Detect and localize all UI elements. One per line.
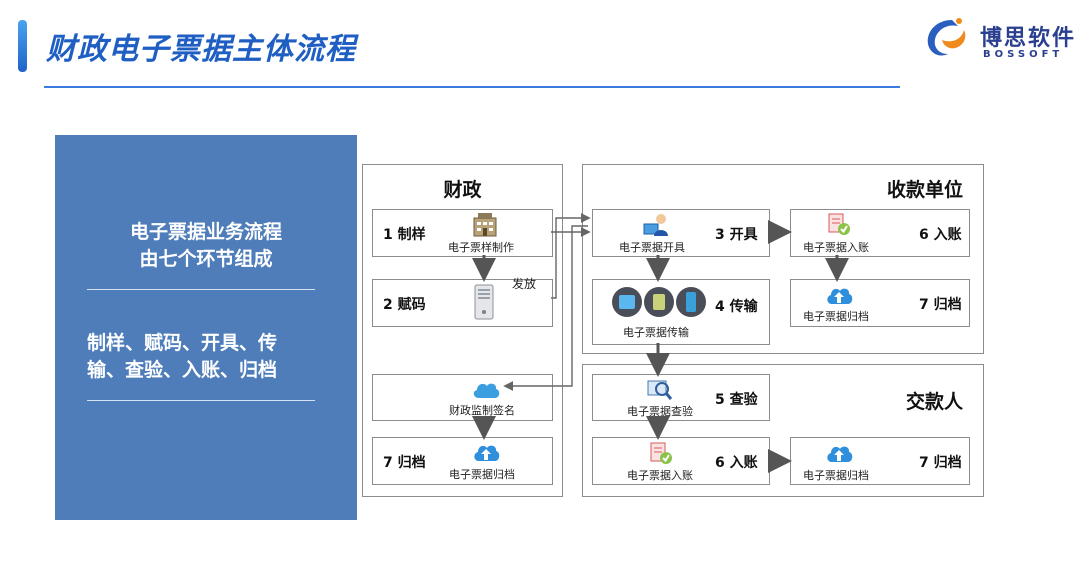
summary-heading: 电子票据业务流程 由七个环节组成 [55,219,357,273]
receipt-icon [828,213,850,235]
user-computer-icon [643,214,668,236]
step-label: 7 归档 [919,297,962,313]
receipt-icon [650,442,672,464]
cloud-upload-icon [827,446,853,462]
step-label: 1 制样 [383,227,426,243]
step-caption: 电子票据查验 [627,405,693,418]
title-divider [44,86,900,88]
logo-name-en: BOSSOFT [983,49,1064,60]
cloud-upload-icon [474,445,500,461]
summary-heading-line2: 由七个环节组成 [139,248,273,270]
step-caption: 财政监制签名 [449,404,515,417]
step-caption: 电子票据传输 [623,326,689,339]
step-f1-sample: 1 制样 电子票样制作 [372,209,553,257]
step-c7-archive: 电子票据归档 7 归档 [790,279,970,327]
summary-body: 制样、赋码、开具、传 输、查验、入账、归档 [87,330,327,384]
step-label: 6 入账 [919,227,962,243]
step-caption: 电子票据归档 [803,310,869,323]
step-label: 5 查验 [715,392,758,408]
step-p5-verify: 电子票据查验 5 查验 [592,374,770,421]
step-caption: 电子票据开具 [619,241,685,254]
step-p7-archive: 电子票据归档 7 归档 [790,437,970,485]
step-label: 6 入账 [715,455,758,471]
step-caption: 电子票据归档 [449,468,515,481]
step-caption: 电子票样制作 [448,241,514,254]
step-p6-account: 电子票据入账 6 入账 [592,437,770,485]
building-icon [473,213,497,237]
step-caption: 电子票据入账 [803,241,869,254]
step-caption: 电子票据归档 [803,469,869,482]
magnifier-icon [647,380,673,400]
summary-divider-bottom [87,400,315,401]
step-label: 7 归档 [919,455,962,471]
group-finance-title: 财政 [443,179,482,201]
step-label: 3 开具 [715,227,758,243]
step-label: 4 传输 [715,299,758,315]
step-f-sign: 财政监制签名 [372,374,553,421]
group-payer-title: 交款人 [905,391,963,413]
bossoft-logo-icon [927,18,966,56]
summary-heading-line1: 电子票据业务流程 [129,221,282,243]
cloud-icon [473,383,500,398]
cloud-upload-icon [827,288,853,304]
summary-body-line2: 输、查验、入账、归档 [87,359,278,381]
title-accent-bar [18,20,27,72]
step-c6-account: 电子票据入账 6 入账 [790,209,970,257]
summary-panel: 电子票据业务流程 由七个环节组成 制样、赋码、开具、传 输、查验、入账、归档 [55,135,357,520]
group-collector-title: 收款单位 [886,179,963,201]
step-label: 2 赋码 [383,297,426,313]
logo-name-cn: 博思软件 [980,26,1077,51]
step-c4-transmit: 电子票据传输 4 传输 [592,279,770,345]
summary-divider-top [87,289,315,290]
summary-body-line1: 制样、赋码、开具、传 [87,332,278,354]
step-f7-archive: 7 归档 电子票据归档 [372,437,553,485]
step-caption: 电子票据入账 [627,469,693,482]
issue-annotation: 发放 [512,277,537,291]
page-title: 财政电子票据主体流程 [46,32,356,67]
devices-icon [612,287,706,317]
step-c3-issue: 电子票据开具 3 开具 [592,209,770,257]
step-label: 7 归档 [383,455,426,471]
server-icon [474,284,494,320]
